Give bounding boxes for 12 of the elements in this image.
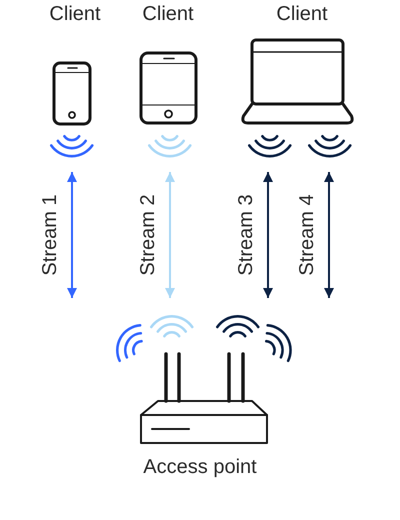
node-label: Client xyxy=(49,2,101,26)
edge-label: Stream 3 xyxy=(235,194,257,276)
double-arrow xyxy=(263,172,273,298)
double-arrow xyxy=(165,172,175,298)
double-arrow xyxy=(324,172,334,298)
node-label: Client xyxy=(276,2,328,26)
node-label: Client xyxy=(142,2,194,26)
edge-label: Stream 1 xyxy=(39,194,61,276)
node-label: Access point xyxy=(143,455,257,479)
double-arrow xyxy=(67,172,77,298)
edge-label: Stream 2 xyxy=(137,194,159,276)
edge-label: Stream 4 xyxy=(296,194,318,276)
